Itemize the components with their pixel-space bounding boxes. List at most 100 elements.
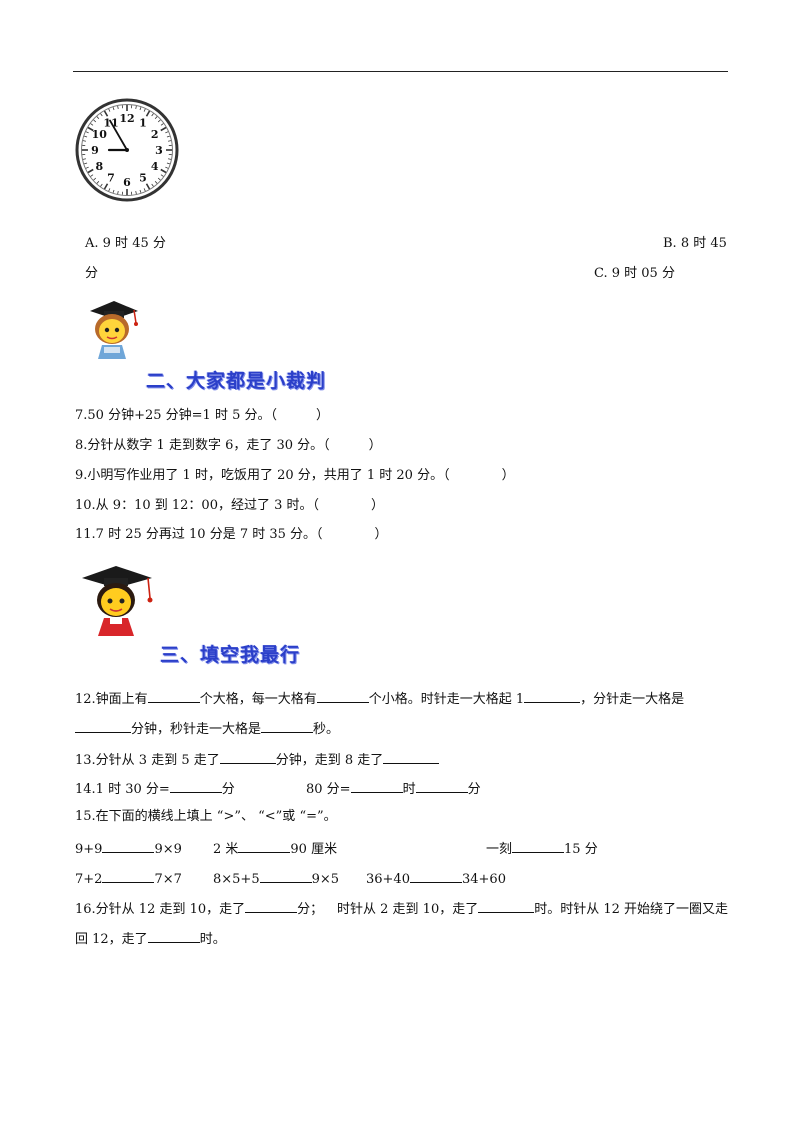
compare-left: 一刻 — [486, 842, 513, 857]
girl-scholar-mascot-icon — [82, 566, 153, 636]
section-3-heading: 三、填空我最行 — [160, 644, 301, 666]
clock-tick — [87, 126, 94, 132]
compare-row-1c: 一刻 15 分 — [486, 840, 598, 858]
clock-tick — [87, 168, 94, 174]
q16-part: 时针从 2 走到 10，走了 — [337, 902, 479, 917]
compare-right: 15 分 — [564, 842, 598, 857]
clock-tick — [154, 116, 158, 120]
clock-tick — [96, 180, 100, 184]
clock-tick — [157, 119, 161, 123]
clock-tick — [100, 113, 103, 117]
header-rule — [73, 71, 728, 72]
clock-numeral: 3 — [155, 144, 163, 157]
answer-blank[interactable] — [512, 840, 565, 853]
clock-figure: 121234567891011 — [75, 98, 179, 202]
question-12-line-1: 12.钟面上有个大格，每一大格有个小格。时针走一大格起 1，分针走一大格是 — [75, 690, 684, 708]
question-12-line-2: 分钟，秒针走一大格是 秒。 — [75, 720, 339, 738]
answer-blank[interactable] — [383, 751, 440, 764]
answer-blank[interactable] — [102, 870, 155, 883]
answer-blank[interactable] — [147, 690, 200, 703]
clock-tick — [143, 188, 146, 192]
option-b-continued: 分 — [85, 266, 99, 281]
answer-blank[interactable] — [524, 690, 581, 703]
answer-blank[interactable] — [409, 870, 462, 883]
answer-blank[interactable] — [238, 840, 291, 853]
item-8: 8.分针从数字 1 走到数字 6，走了 30 分。（ ） — [75, 438, 382, 453]
option-b: B. 8 时 45 — [663, 236, 727, 251]
clock-tick — [84, 162, 88, 165]
clock-tick — [103, 110, 109, 117]
clock-minute-hand — [109, 119, 128, 151]
answer-blank[interactable] — [245, 900, 298, 913]
section-2-heading: 二、大家都是小裁判 — [146, 370, 327, 392]
q16-part: 分； — [297, 902, 324, 917]
q12-part: ，分针走一大格是 — [580, 692, 685, 707]
answer-blank[interactable] — [415, 780, 468, 793]
clock-tick — [117, 190, 119, 195]
clock-tick — [167, 158, 172, 160]
clock-tick — [90, 174, 94, 177]
answer-blank[interactable] — [261, 720, 314, 733]
answer-blank[interactable] — [259, 870, 312, 883]
q12-part: 个大格，每一大格有 — [199, 692, 317, 707]
clock-tick — [166, 162, 170, 165]
answer-blank[interactable] — [147, 930, 200, 943]
compare-row-2c: 36+40 34+60 — [366, 870, 506, 888]
clock-numeral: 9 — [91, 144, 99, 157]
clock-numeral: 4 — [151, 160, 159, 173]
clock-tick — [112, 107, 115, 111]
clock-tick — [82, 140, 87, 142]
item-11: 11.7 时 25 分再过 10 分是 7 时 35 分。（ ） — [75, 527, 388, 542]
q14-part: 分 — [467, 782, 481, 797]
clock-tick — [117, 105, 119, 110]
answer-blank[interactable] — [102, 840, 155, 853]
clock-tick — [108, 188, 111, 192]
q13-part: 分钟，走到 8 走了 — [275, 753, 384, 768]
compare-right: 34+60 — [461, 872, 506, 887]
clock-tick — [103, 183, 109, 190]
clock-tick — [165, 131, 169, 134]
clock-numeral: 2 — [151, 128, 159, 141]
clock-tick — [160, 174, 164, 177]
clock-tick — [145, 183, 151, 190]
clock-tick — [108, 108, 111, 112]
q12-part: 个小格。时针走一大格起 1 — [368, 692, 525, 707]
clock-tick — [151, 183, 154, 187]
clock-tick — [143, 108, 146, 112]
clock-tick — [112, 189, 115, 193]
clock-numeral: 12 — [119, 112, 134, 125]
answer-blank[interactable] — [316, 690, 369, 703]
q12-part: 分钟，秒针走一大格是 — [131, 722, 262, 737]
answer-blank[interactable] — [219, 751, 276, 764]
item-7: 7.50 分钟+25 分钟=1 时 5 分。（ ） — [75, 408, 329, 423]
clock-tick — [85, 166, 89, 169]
clock-tick — [139, 189, 142, 193]
clock-tick — [135, 190, 137, 195]
compare-right: 90 厘米 — [290, 842, 338, 857]
compare-left: 7+2 — [75, 872, 103, 887]
q12-part: 秒。 — [313, 722, 340, 737]
answer-blank[interactable] — [350, 780, 403, 793]
question-16-line-1: 16.分针从 12 走到 10，走了分； — [75, 900, 323, 918]
clock-tick — [100, 183, 103, 187]
answer-blank[interactable] — [478, 900, 535, 913]
clock-tick — [160, 126, 167, 132]
clock-numeral: 6 — [123, 176, 131, 189]
clock-numeral: 8 — [95, 160, 103, 173]
question-15-intro: 15.在下面的横线上填上 “>”、 “<”或 “=”。 — [75, 809, 337, 824]
q16-part: 回 12，走了 — [75, 932, 148, 947]
compare-row-1b: 2 米 90 厘米 — [213, 840, 337, 858]
answer-blank[interactable] — [169, 780, 222, 793]
question-14-b: 80 分=时分 — [306, 780, 481, 798]
q14-part: 分 — [221, 782, 235, 797]
compare-left: 36+40 — [366, 872, 410, 887]
compare-left: 2 米 — [213, 842, 239, 857]
clock-tick — [166, 135, 170, 138]
clock-tick — [139, 107, 142, 111]
clock-tick — [96, 116, 100, 120]
question-16-line-2: 回 12，走了时。 — [75, 930, 226, 948]
answer-blank[interactable] — [75, 720, 131, 733]
q16-part: 时。时针从 12 开始绕了一圈又走 — [534, 902, 729, 917]
